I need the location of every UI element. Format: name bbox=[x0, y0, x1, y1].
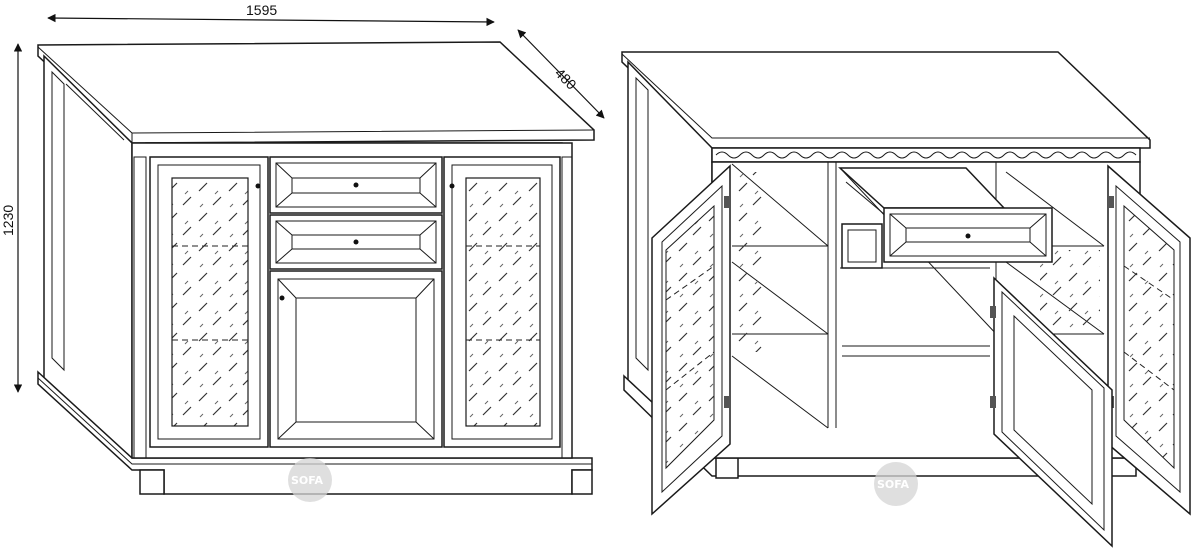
left-glass-door[interactable] bbox=[149, 156, 269, 448]
svg-text:SOFA: SOFA bbox=[877, 478, 910, 491]
left-open-glass-door[interactable] bbox=[651, 164, 731, 516]
hinge-icon bbox=[1108, 196, 1114, 208]
width-dimension-label: 1595 bbox=[246, 2, 277, 18]
knob-icon bbox=[965, 233, 971, 239]
open-sideboard-view: SOFA bbox=[621, 51, 1191, 548]
right-open-glass-door[interactable] bbox=[1107, 164, 1191, 516]
closed-sideboard-view: 1595 480 1230 bbox=[0, 2, 605, 502]
knob-icon bbox=[255, 183, 261, 189]
left-compartment bbox=[731, 162, 837, 429]
knob-icon bbox=[279, 295, 285, 301]
watermark-logo-open: SOFA bbox=[874, 462, 918, 506]
hinge-icon bbox=[724, 196, 730, 208]
center-open-solid-door[interactable] bbox=[990, 276, 1113, 548]
right-compartment bbox=[1005, 171, 1105, 335]
top-slab bbox=[37, 41, 595, 144]
lower-drawer[interactable] bbox=[269, 214, 443, 270]
svg-text:SOFA: SOFA bbox=[291, 474, 324, 487]
knob-icon bbox=[449, 183, 455, 189]
watermark-logo: SOFA bbox=[288, 458, 332, 502]
height-dimension-label: 1230 bbox=[0, 205, 16, 236]
center-solid-door[interactable] bbox=[269, 270, 443, 448]
top-slab-open bbox=[621, 51, 1151, 149]
hinge-icon bbox=[990, 396, 996, 408]
knob-icon bbox=[353, 239, 359, 245]
upper-drawer[interactable] bbox=[269, 156, 443, 214]
width-dimension-line bbox=[47, 13, 495, 27]
hinge-icon bbox=[990, 306, 996, 318]
knob-icon bbox=[353, 182, 359, 188]
depth-dimension-line bbox=[517, 29, 605, 119]
hinge-icon bbox=[724, 396, 730, 408]
open-drawer[interactable] bbox=[838, 167, 1053, 263]
right-glass-door[interactable] bbox=[443, 156, 561, 448]
